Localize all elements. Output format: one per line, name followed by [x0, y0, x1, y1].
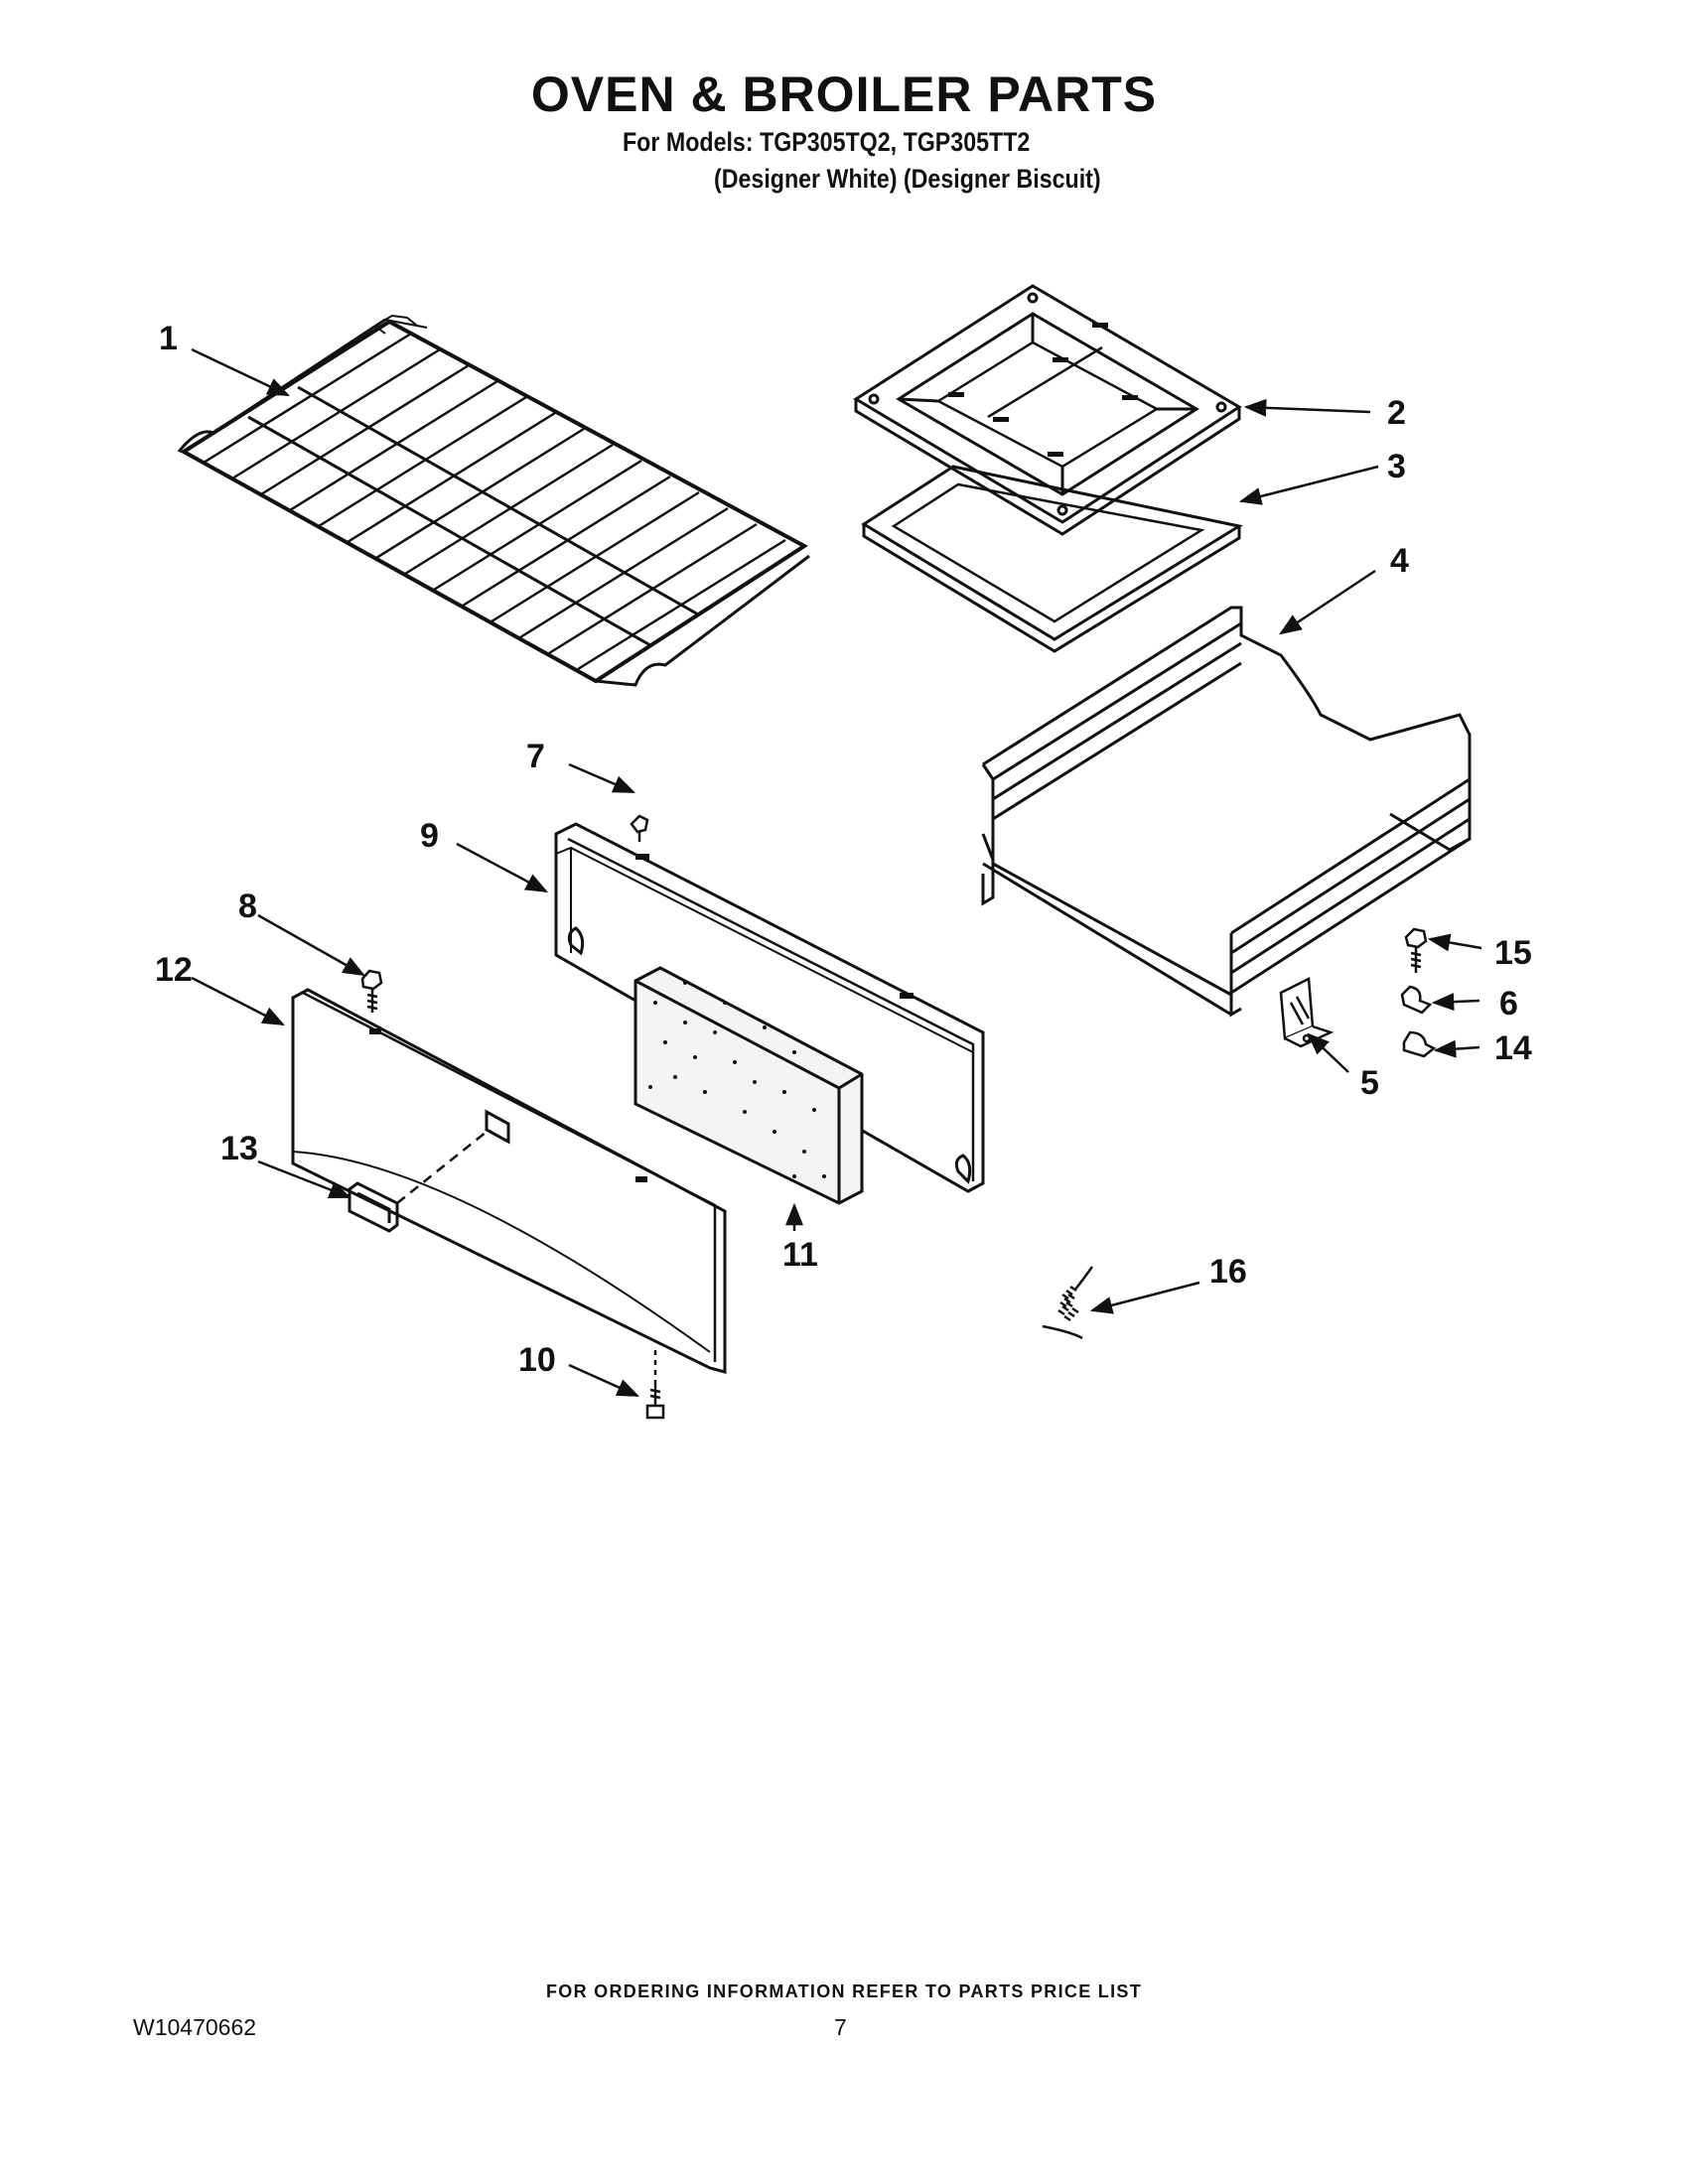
callout-labels: 1 2 3 4 5 6 7 8 9 10 11 12 13 14 15 16 — [155, 320, 1532, 1379]
broiler-drawer-part — [981, 606, 1472, 1018]
callout-15: 15 — [1494, 934, 1532, 972]
callout-4: 4 — [1390, 542, 1409, 580]
callout-11: 11 — [782, 1236, 818, 1274]
broiler-grid-part — [861, 465, 1244, 653]
callout-8: 8 — [238, 887, 257, 925]
page-title: OVEN & BROILER PARTS — [530, 67, 1158, 122]
bracket-part — [1279, 977, 1335, 1048]
clip-part-6 — [1400, 985, 1433, 1015]
insulation-block-part — [633, 966, 864, 1205]
screw-part-15 — [1404, 927, 1428, 973]
callout-3: 3 — [1387, 448, 1406, 485]
page-number: 7 — [834, 2014, 847, 2040]
spring-part — [1042, 1266, 1094, 1340]
callout-1: 1 — [159, 320, 178, 357]
ordering-note: FOR ORDERING INFORMATION REFER TO PARTS … — [545, 1981, 1142, 2001]
callout-16: 16 — [1209, 1253, 1247, 1291]
callout-13: 13 — [220, 1130, 258, 1167]
callout-10: 10 — [518, 1341, 556, 1379]
screw-part-7 — [630, 814, 649, 842]
oven-rack-part — [177, 314, 810, 687]
callout-6: 6 — [1499, 985, 1518, 1023]
callout-5: 5 — [1360, 1064, 1379, 1102]
callout-9: 9 — [420, 817, 439, 855]
clip-part-14 — [1402, 1030, 1437, 1058]
screw-part-10 — [645, 1350, 665, 1420]
callout-14: 14 — [1494, 1029, 1532, 1067]
document-number: W10470662 — [133, 2014, 257, 2040]
screw-part-8 — [360, 969, 383, 1013]
colors-line: (Designer White) (Designer Biscuit) — [714, 164, 1101, 194]
drawer-front-panel-part — [291, 988, 727, 1374]
callout-2: 2 — [1387, 394, 1406, 432]
callout-7: 7 — [526, 738, 545, 775]
handle-insert-part — [348, 1181, 399, 1233]
models-line: For Models: TGP305TQ2, TGP305TT2 — [623, 127, 1031, 157]
leader-arrows — [191, 347, 1482, 1398]
callout-12: 12 — [155, 951, 193, 989]
drawer-inner-panel-part — [554, 822, 985, 1193]
broiler-pan-part — [853, 284, 1242, 536]
